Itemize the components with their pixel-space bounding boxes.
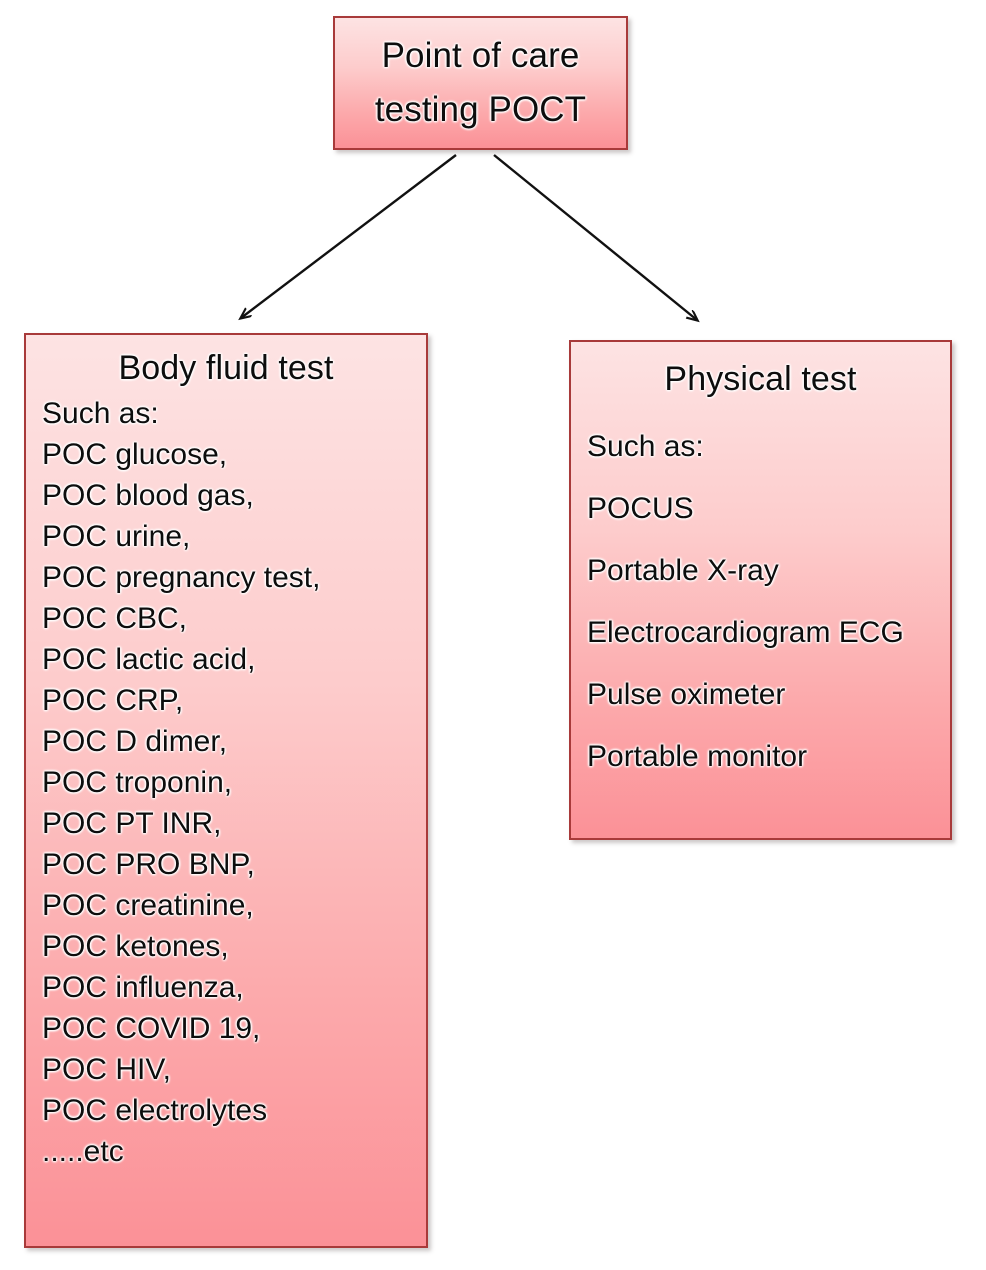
list-item: Such as: (587, 430, 704, 464)
branch-title-body-fluid-test: Body fluid test (118, 349, 334, 387)
list-item: Portable monitor (587, 740, 808, 774)
list-item: POC blood gas, (42, 478, 254, 512)
physical-test-list: Such as: POCUS Portable X-ray Electrocar… (571, 416, 950, 788)
branch-title-physical-test: Physical test (664, 360, 857, 398)
list-item: .....etc (42, 1134, 124, 1168)
list-item: POC D dimer, (42, 724, 228, 758)
list-item: POC HIV, (42, 1052, 171, 1086)
list-item: Electrocardiogram ECG (587, 616, 904, 650)
list-item: POC pregnancy test, (42, 560, 321, 594)
root-node-title-line-2: testing POCT (374, 90, 587, 129)
arrow-to-body-fluid-icon (241, 154, 457, 318)
list-item: POC PT INR, (42, 806, 222, 840)
arrow-to-physical-icon (493, 154, 697, 320)
list-item: Such as: (42, 396, 159, 430)
list-item: Pulse oximeter (587, 678, 786, 712)
branch-node-physical-test[interactable]: Physical test Such as: POCUS Portable X-… (569, 340, 952, 840)
list-item: POC CBC, (42, 601, 188, 635)
body-fluid-test-list: Such as: POC glucose, POC blood gas, POC… (26, 393, 426, 1172)
list-item: Portable X-ray (587, 554, 779, 588)
root-node-title-line-1: Point of care (381, 35, 580, 75)
list-item: POC creatinine, (42, 888, 254, 922)
list-item: POCUS (587, 492, 694, 526)
list-item: POC urine, (42, 519, 191, 553)
list-item: POC electrolytes (42, 1093, 268, 1127)
list-item: POC glucose, (42, 437, 228, 471)
list-item: POC troponin, (42, 765, 233, 799)
list-item: POC PRO BNP, (42, 847, 255, 881)
list-item: POC COVID 19, (42, 1011, 261, 1045)
branch-node-body-fluid-test[interactable]: Body fluid test Such as: POC glucose, PO… (24, 333, 428, 1248)
list-item: POC influenza, (42, 970, 244, 1004)
list-item: POC ketones, (42, 929, 229, 963)
root-node-point-of-care-testing[interactable]: Point of care testing POCT (333, 16, 628, 150)
root-node-title: Point of care testing POCT (375, 29, 586, 138)
list-item: POC lactic acid, (42, 642, 256, 676)
list-item: POC CRP, (42, 683, 184, 717)
